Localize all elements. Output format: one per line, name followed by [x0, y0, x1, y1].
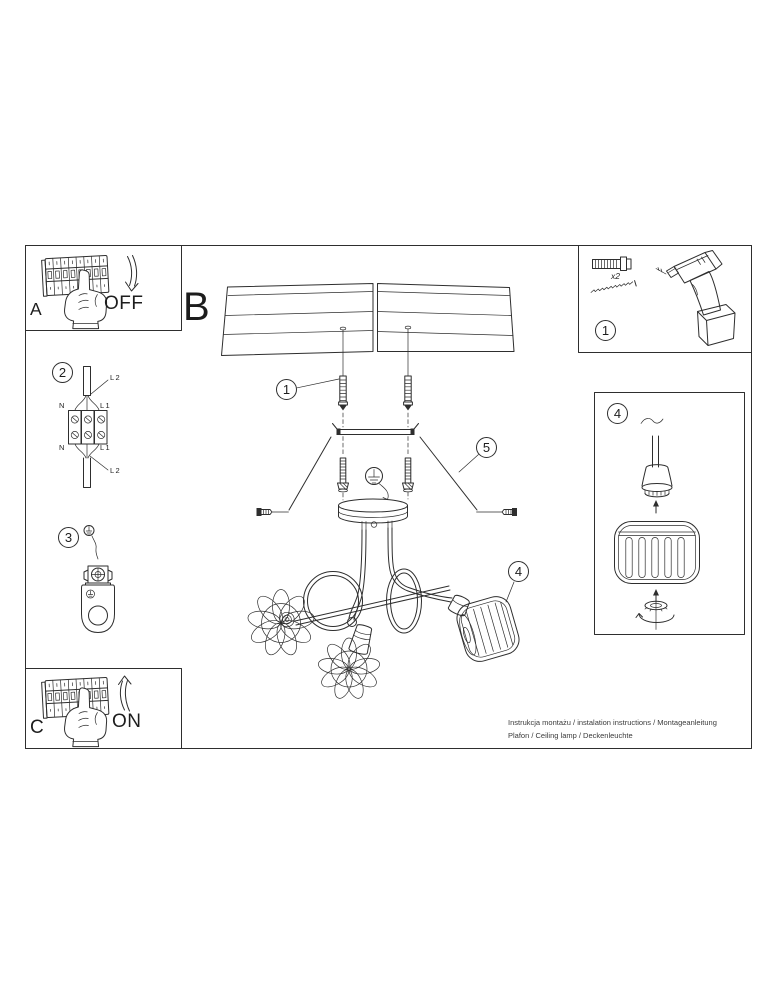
layout-frames: [25, 245, 752, 749]
insert-arrow-icon: [653, 500, 659, 514]
wiring-diagram: [68, 366, 109, 488]
cage-shade-left: [247, 589, 315, 656]
cable-icon: [640, 418, 664, 424]
wire-label-l1-bottom: L1: [100, 443, 111, 452]
lamp-socket-bottom: [348, 624, 373, 655]
step-2-badge: 2: [52, 362, 73, 383]
side-bolt: [476, 508, 517, 516]
arrow-down-icon: [125, 255, 139, 292]
panel-a-illustration: [41, 254, 139, 330]
ceiling-panels: [221, 283, 515, 356]
wire-label-n-top: N: [59, 401, 66, 410]
wall-anchor: [403, 375, 413, 411]
leader-lines: [296, 378, 515, 603]
rotate-arrow-icon: [635, 601, 675, 630]
footer-title-line: Instrukcja montażu / instalation instruc…: [508, 718, 717, 727]
panel-c-illustration: [41, 675, 132, 748]
wire-label-l2-top: L2: [110, 373, 121, 382]
wire-label-l2-bottom: L2: [110, 466, 121, 475]
mounting-hardware: [256, 331, 517, 516]
panel-b-label: B: [183, 285, 210, 329]
lamp-body: [294, 527, 470, 655]
mounting-screw: [402, 457, 414, 493]
switch-on-label: ON: [112, 711, 142, 732]
footer-product-line: Plafon / Ceiling lamp / Deckenleuchte: [508, 731, 633, 740]
earth-terminal-illustration: [81, 525, 115, 633]
canopy-assembly: [338, 467, 408, 531]
cage-side-view: [614, 521, 700, 584]
lamp-socket-right: [447, 594, 470, 617]
wire-label-n-bottom: N: [59, 443, 66, 452]
earth-ground-icon: [83, 525, 95, 536]
switch-off-label: OFF: [104, 293, 144, 314]
kit-box-illustration: [590, 250, 736, 346]
insert-arrow-icon: [653, 589, 659, 603]
wire-label-l1-top: L1: [100, 401, 111, 410]
panel-a-label: A: [30, 299, 42, 319]
screw-kit: [590, 280, 637, 293]
arrow-up-icon: [118, 675, 132, 712]
side-bolt: [256, 508, 289, 516]
wall-anchor: [338, 375, 348, 411]
step-1-kit-badge: 1: [595, 320, 616, 341]
step-5-badge: 5: [476, 437, 497, 458]
wall-anchor-kit: [592, 256, 632, 271]
mounting-screw: [337, 457, 349, 493]
step-1-badge: 1: [276, 379, 297, 400]
panel-c-label: C: [30, 717, 44, 738]
step-4-badge: 4: [508, 561, 529, 582]
earth-ground-icon: [365, 467, 383, 485]
socket-holder: [641, 464, 673, 498]
drill-illustration: [655, 250, 736, 346]
anchor-quantity-label: x2: [611, 271, 620, 281]
cage-shade-right: [456, 596, 520, 662]
cage-shade-bottom: [318, 637, 380, 699]
step-4-box-badge: 4: [607, 403, 628, 424]
step-3-badge: 3: [58, 527, 79, 548]
shade-assembly-illustration: [614, 418, 700, 630]
mounting-bracket: [332, 423, 419, 435]
